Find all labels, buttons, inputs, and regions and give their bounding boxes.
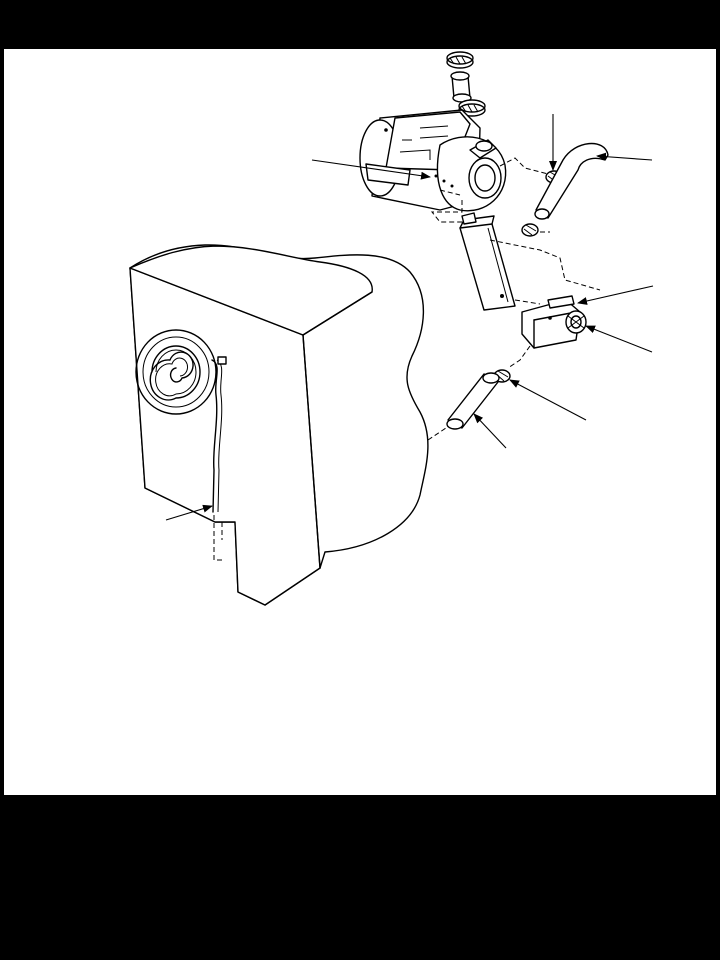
callout-arrow-motor xyxy=(311,159,431,180)
pressure-switch xyxy=(521,295,587,349)
callout-arrow-switch-port xyxy=(577,285,654,305)
heater-lead-wire xyxy=(211,359,218,513)
callout-arrow-upper-hose xyxy=(596,152,653,161)
callout-arrow-switch-fitting xyxy=(585,325,653,353)
mounting-bracket xyxy=(459,212,516,311)
callout-arrows xyxy=(165,114,654,521)
wire-clip xyxy=(217,356,227,365)
callout-arrow-clamp-lower xyxy=(509,379,587,421)
hose-clamp-top xyxy=(446,51,474,69)
lower-hose xyxy=(446,369,511,430)
coupling-sleeve xyxy=(450,71,472,103)
dashed-link-tank-hose xyxy=(427,427,447,441)
callout-arrow-heater-wire xyxy=(165,504,213,521)
callout-arrow-lower-hose xyxy=(473,413,507,449)
hose-clamp-lower-upper xyxy=(521,223,539,237)
tank-heater-assembly xyxy=(129,244,447,606)
spiral-heater-element xyxy=(135,329,217,415)
tank-top-face xyxy=(129,245,373,336)
tank-right-edge xyxy=(302,291,373,336)
switch-fitting xyxy=(565,310,587,334)
upper-hose xyxy=(521,142,609,237)
blower-motor xyxy=(359,51,507,212)
